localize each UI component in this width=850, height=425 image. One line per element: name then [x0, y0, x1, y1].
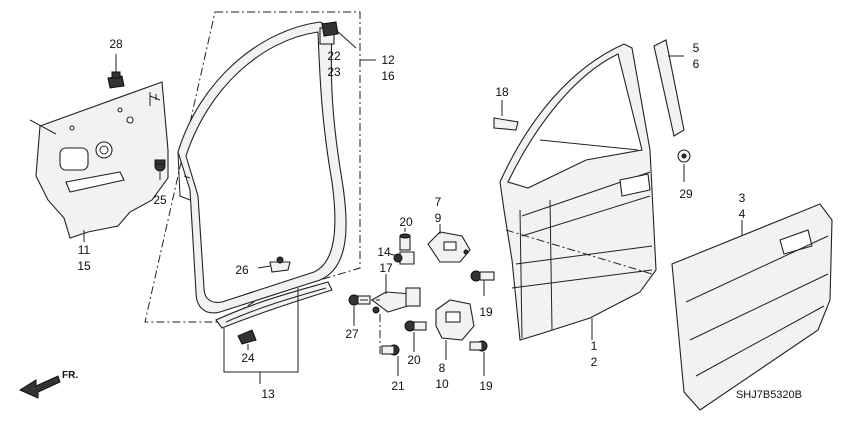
bolt-20-lower-icon[interactable] [404, 320, 427, 332]
bolt-21-icon[interactable] [381, 344, 400, 356]
door-checker[interactable] [371, 287, 421, 314]
bolt-19-upper-icon[interactable] [470, 270, 495, 282]
clip-25-icon[interactable] [154, 159, 166, 172]
callout-1: 1 [591, 339, 598, 353]
callout-17: 17 [379, 261, 393, 275]
callout-9: 9 [435, 211, 442, 225]
sill-weatherstrip[interactable] [215, 281, 333, 329]
callout-14: 14 [377, 245, 391, 259]
callout-23: 23 [327, 65, 341, 79]
callout-20-upper: 20 [399, 215, 413, 229]
callout-8: 8 [439, 361, 446, 375]
callout-5: 5 [693, 41, 700, 55]
callout-10: 10 [435, 377, 449, 391]
callout-13: 13 [261, 387, 275, 401]
callout-11: 11 [78, 243, 91, 257]
callout-4: 4 [739, 207, 746, 221]
callout-6: 6 [693, 57, 700, 71]
callout-27: 27 [345, 327, 359, 341]
grommet-29-icon[interactable] [677, 149, 691, 163]
front-direction-arrow-icon [18, 375, 61, 399]
door-weatherstrip[interactable] [177, 21, 347, 314]
upper-hinge[interactable] [427, 231, 471, 263]
direction-label: FR. [62, 370, 78, 381]
door-inner-cover-panel[interactable] [29, 81, 169, 239]
callout-20-lower: 20 [407, 353, 421, 367]
callout-26: 26 [235, 263, 249, 277]
callout-16: 16 [381, 69, 395, 83]
clip-28-icon[interactable] [107, 71, 125, 89]
callout-7: 7 [435, 195, 442, 209]
clip-22-icon[interactable] [321, 21, 339, 37]
sash-trim[interactable] [653, 39, 685, 137]
callout-22: 22 [327, 49, 341, 63]
plug-18-icon[interactable] [493, 117, 519, 131]
bolt-19-lower-icon[interactable] [469, 340, 488, 352]
door-outer-skin[interactable] [671, 203, 833, 411]
callout-15: 15 [77, 259, 91, 273]
callout-19-lower: 19 [479, 379, 493, 393]
bolt-20-upper-icon[interactable] [399, 233, 411, 251]
front-door-panel[interactable] [499, 43, 657, 341]
callout-21: 21 [391, 379, 405, 393]
bolt-14-icon[interactable] [393, 251, 415, 265]
callout-29: 29 [679, 187, 693, 201]
callout-18: 18 [495, 85, 509, 99]
callout-3: 3 [739, 191, 746, 205]
callout-2: 2 [591, 355, 598, 369]
callout-24: 24 [241, 351, 255, 365]
callout-28: 28 [109, 37, 123, 51]
clip-24-icon[interactable] [237, 329, 257, 345]
diagram-code: SHJ7B5320B [736, 389, 802, 401]
clip-26-icon[interactable] [269, 256, 291, 273]
callout-12: 12 [381, 53, 395, 67]
lower-hinge[interactable] [435, 299, 475, 341]
callout-19-upper: 19 [479, 305, 493, 319]
callout-25: 25 [153, 193, 167, 207]
